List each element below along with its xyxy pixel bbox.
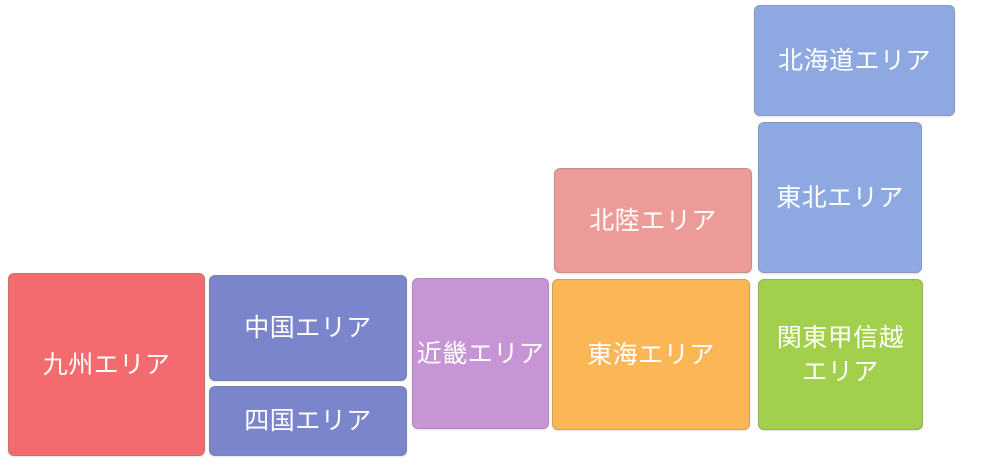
region-kinki-label: 近畿エリア [416,338,545,368]
region-kanto-koshinetsu-label: 関東甲信越 エリア [776,322,905,386]
region-tokai-label: 東海エリア [587,339,715,369]
region-tohoku-button[interactable]: 東北エリア [758,122,922,273]
region-kyushu-label: 九州エリア [42,349,171,379]
region-shikoku-button[interactable]: 四国エリア [209,386,407,456]
region-hokuriku-label: 北陸エリア [589,205,717,235]
region-kinki-button[interactable]: 近畿エリア [412,278,549,429]
region-shikoku-label: 四国エリア [244,406,372,436]
region-hokuriku-button[interactable]: 北陸エリア [554,168,752,273]
region-chugoku-button[interactable]: 中国エリア [209,275,407,381]
region-chugoku-label: 中国エリア [244,313,372,343]
region-hokkaido-label: 北海道エリア [777,45,931,75]
region-tokai-button[interactable]: 東海エリア [552,279,750,430]
region-hokkaido-button[interactable]: 北海道エリア [754,5,955,116]
region-kyushu-button[interactable]: 九州エリア [8,273,205,456]
region-kanto-koshinetsu-button[interactable]: 関東甲信越 エリア [758,279,923,430]
region-tohoku-label: 東北エリア [776,182,904,212]
